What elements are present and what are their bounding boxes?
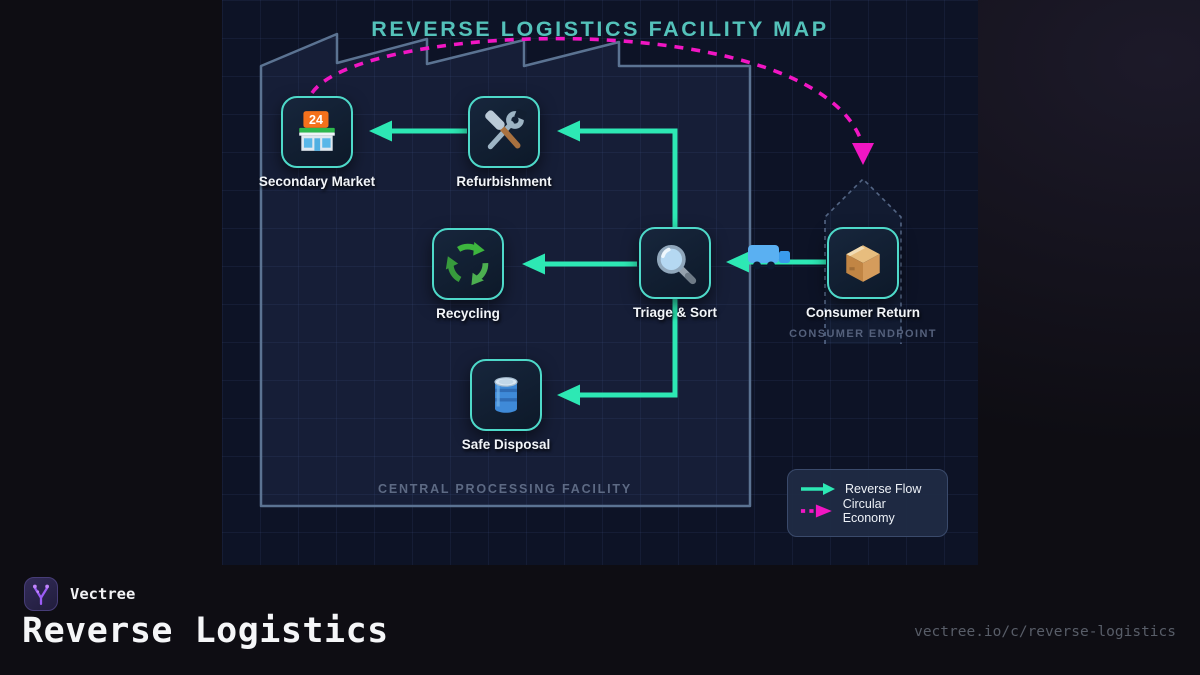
- node-recycling: Recycling: [432, 228, 504, 321]
- node-label: Recycling: [436, 306, 500, 321]
- brand-name: Vectree: [70, 585, 136, 603]
- node-box: [468, 96, 540, 168]
- diagram-title: REVERSE LOGISTICS FACILITY MAP: [371, 17, 829, 41]
- truck-icon: [748, 245, 790, 270]
- reverse-flow-arrowheads: [369, 120, 749, 406]
- node-consumer-return: Consumer Return CONSUMER ENDPOINT: [789, 227, 936, 340]
- node-box: [470, 359, 542, 431]
- page-title: Reverse Logistics: [22, 611, 389, 651]
- node-secondary-market: 24 Secondary Market: [259, 96, 375, 189]
- flow-diagram-canvas: [259, 32, 902, 508]
- node-box: [639, 227, 711, 299]
- magnifier-icon: [656, 244, 697, 285]
- vectree-logo-icon: [33, 584, 49, 606]
- consumer-endpoint-label: CONSUMER ENDPOINT: [789, 328, 937, 340]
- reverse-flow-arrow-icon: [801, 483, 835, 495]
- legend-item-reverse-flow: Reverse Flow: [800, 481, 935, 497]
- node-box: 24: [281, 96, 353, 168]
- node-label: Secondary Market: [258, 174, 376, 189]
- legend-item-circular-economy: Circular Economy: [800, 497, 935, 525]
- node-label: Triage & Sort: [632, 305, 718, 320]
- package-icon: [846, 245, 880, 282]
- hammer-wrench-icon: [485, 109, 527, 150]
- node-refurbishment: Refurbishment: [456, 96, 552, 189]
- node-triage-sort: Triage & Sort: [633, 227, 717, 320]
- vectree-logo: [24, 577, 58, 611]
- node-box: [827, 227, 899, 299]
- oil-drum-icon: [494, 377, 518, 413]
- node-label: Refurbishment: [456, 174, 552, 189]
- circular-economy-curve: [310, 36, 865, 147]
- facility-zone-label: CENTRAL PROCESSING FACILITY: [378, 482, 632, 496]
- circular-economy-arrowhead: [852, 143, 874, 165]
- node-safe-disposal: Safe Disposal: [462, 359, 550, 452]
- node-box: [432, 228, 504, 300]
- circular-economy-arrow-icon: [800, 504, 832, 518]
- node-label: Consumer Return: [805, 305, 921, 320]
- legend: Reverse Flow Circular Economy: [787, 469, 948, 537]
- page-url: vectree.io/c/reverse-logistics: [914, 624, 1176, 640]
- store-sign-text: 24: [309, 113, 323, 127]
- diagram-panel: REVERSE LOGISTICS FACILITY MAP 24 Second…: [222, 0, 978, 565]
- legend-label: Circular Economy: [842, 497, 895, 525]
- recycle-icon: [445, 242, 489, 286]
- legend-label: Reverse Flow: [845, 482, 922, 496]
- convenience-store-icon: 24: [299, 111, 335, 151]
- node-label: Safe Disposal: [461, 437, 551, 452]
